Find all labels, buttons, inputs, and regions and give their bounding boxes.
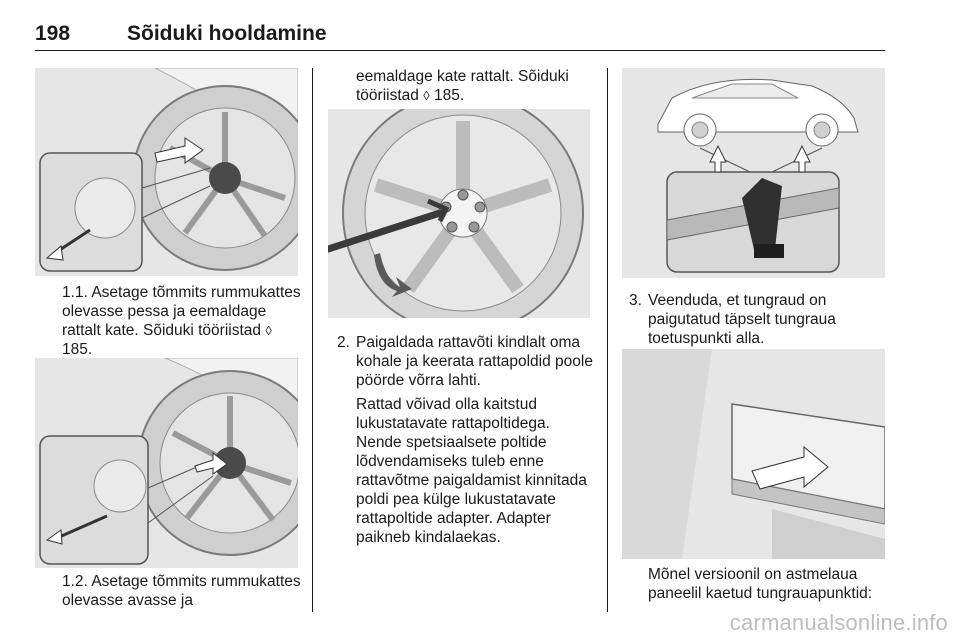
- step-1-1-number: 1.1.: [62, 284, 88, 301]
- step-1-2-number: 1.2.: [62, 573, 88, 590]
- step-1-1: 1.1. Asetage tõmmits rummukattes olevass…: [62, 283, 302, 359]
- page-ref-icon: ◊: [265, 323, 272, 338]
- car-jack-illustration: [622, 68, 885, 278]
- step-2: 2. Paigaldada rattavõti kindlalt oma koh…: [337, 333, 597, 390]
- page-ref-link[interactable]: 185.: [433, 87, 465, 104]
- continued-line-2: tööriistad: [356, 87, 419, 104]
- page-ref-link[interactable]: 185.: [62, 341, 93, 358]
- step-2-text: Paigaldada rattavõti kindlalt oma kohale…: [356, 334, 593, 389]
- continued-line-1: eemaldage kate rattalt. Sõiduki: [356, 68, 569, 85]
- locking-bolt-note-text: Rattad võivad olla kaitstud lukustatavat…: [356, 396, 587, 546]
- sill-jack-point-illustration: [622, 349, 885, 559]
- step-3-text: Veenduda, et tungraud on paigutatud täps…: [648, 292, 836, 347]
- step-1-2: 1.2. Asetage tõmmits rummukattes olevass…: [62, 572, 302, 610]
- jack-point-note-text: Mõnel versioonil on astmelaua paneelil k…: [648, 566, 873, 602]
- jack-point-note: Mõnel versioonil on astmelaua paneelil k…: [648, 565, 888, 603]
- step-1-2-text: Asetage tõmmits rummukattes olevasse ava…: [62, 573, 301, 609]
- column-divider-right: [607, 68, 608, 612]
- header-rule: [35, 50, 885, 51]
- page-ref-icon: ◊: [423, 88, 430, 103]
- page-number: 198: [35, 22, 71, 45]
- wheel-hubcap-illustration-2: [35, 358, 298, 568]
- illustration-hubcap-tool-opening: [35, 358, 298, 568]
- watermark: carmanualsonline.info: [729, 610, 948, 635]
- illustration-wheel-wrench: [328, 109, 590, 318]
- continued-text: eemaldage kate rattalt. Sõiduki tööriist…: [356, 67, 596, 105]
- page-header: 198 Sõiduki hooldamine: [35, 22, 885, 50]
- illustration-sill-jack-point: [622, 349, 885, 559]
- wheel-wrench-illustration: [328, 109, 590, 318]
- locking-bolt-note: Rattad võivad olla kaitstud lukustatavat…: [356, 395, 596, 547]
- section-title: Sõiduki hooldamine: [127, 22, 327, 45]
- step-3: 3. Veenduda, et tungraud on paigutatud t…: [629, 291, 889, 348]
- step-1-1-text: Asetage tõmmits rummukattes olevasse pes…: [62, 284, 301, 339]
- step-2-number: 2.: [337, 334, 350, 351]
- step-3-number: 3.: [629, 292, 642, 309]
- illustration-hubcap-tool-insert: [35, 68, 298, 276]
- column-divider-left: [312, 68, 313, 612]
- wheel-hubcap-illustration: [35, 68, 298, 276]
- illustration-jack-position: [622, 68, 885, 278]
